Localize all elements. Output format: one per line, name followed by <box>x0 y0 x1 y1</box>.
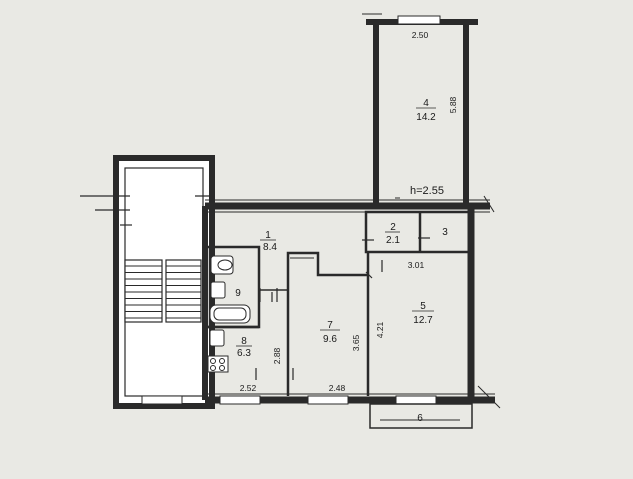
dim-room4-width: 2.50 <box>412 30 429 40</box>
room-8-number: 8 <box>241 336 247 347</box>
dim-room7-length: 3.65 <box>351 334 361 351</box>
room-6-number: 6 <box>417 413 423 424</box>
room-4-outline <box>362 13 478 206</box>
room-5-number: 5 <box>420 301 426 312</box>
dim-room8-length: 2.88 <box>272 347 282 364</box>
room-7-number: 7 <box>327 320 333 331</box>
room-2-number: 2 <box>390 222 396 233</box>
room-labels: 1 8.4 2 2.1 3 4 14.2 5 12.7 6 7 9.6 8 6.… <box>235 98 448 424</box>
dimension-labels: 2.50 5.88 3.01 4.21 3.65 2.48 2.52 2.88 <box>240 30 458 393</box>
room-1-number: 1 <box>265 230 271 241</box>
dim-room5-width: 3.01 <box>408 260 425 270</box>
room-4-number: 4 <box>423 98 429 109</box>
toilet-bowl-icon <box>217 259 233 271</box>
kitchen-sink-icon <box>209 329 225 347</box>
stair-steps-left <box>125 265 162 319</box>
windows <box>141 395 437 405</box>
room-4-area: 14.2 <box>416 112 436 123</box>
stairwell <box>80 155 215 409</box>
ceiling-height: h=2.55 <box>410 185 444 197</box>
room-5-area: 12.7 <box>413 315 433 326</box>
room-1-area: 8.4 <box>263 242 277 253</box>
room-2-area: 2.1 <box>386 235 400 246</box>
dim-room5-length: 4.21 <box>375 321 385 338</box>
room-8-area: 6.3 <box>237 348 251 359</box>
dim-room7-width: 2.48 <box>329 383 346 393</box>
interior-walls <box>205 210 474 396</box>
dim-room4-length: 5.88 <box>448 96 458 113</box>
room-9-number: 9 <box>235 288 241 299</box>
stair-steps-right <box>166 265 201 319</box>
room-3-number: 3 <box>442 227 448 238</box>
door-marks <box>120 224 430 380</box>
balcony <box>369 403 473 429</box>
dim-room8-width: 2.52 <box>240 383 257 393</box>
bathroom-fixtures <box>207 255 251 373</box>
room-7-area: 9.6 <box>323 334 337 345</box>
sink-icon <box>210 281 226 299</box>
exterior-wall-extension <box>466 195 501 409</box>
apartment-walls <box>202 199 495 404</box>
